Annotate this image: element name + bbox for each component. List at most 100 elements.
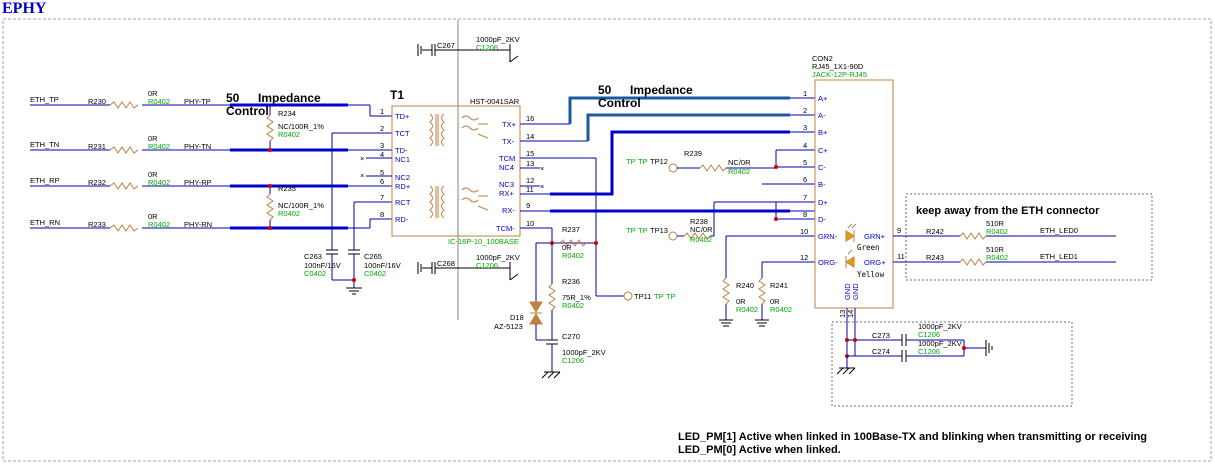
con2-num-13: 13 bbox=[838, 310, 847, 318]
pkg-r233: R0402 bbox=[148, 220, 170, 229]
t1-num-10: 10 bbox=[526, 219, 534, 228]
pkg-r236: R0402 bbox=[562, 301, 584, 310]
con2-num-10: 10 bbox=[800, 227, 808, 236]
net-eth-led0: ETH_LED0 bbox=[1040, 226, 1078, 235]
impedance-label-right-control: Control bbox=[598, 96, 641, 110]
ref-r240: R240 bbox=[736, 281, 754, 290]
impedance-label-left-num: 50 bbox=[226, 91, 240, 105]
ref-tp13: TP13 bbox=[650, 226, 668, 235]
val-r235: NC/100R_1% bbox=[278, 201, 324, 210]
ref-c270: C270 bbox=[562, 332, 580, 341]
ref-con2: CON2 bbox=[812, 54, 833, 63]
t1-num-7: 7 bbox=[380, 193, 384, 202]
t1-pin-tcm: TCM bbox=[499, 154, 515, 163]
t1-pin-rct: RCT bbox=[395, 198, 411, 207]
ref-r236: R236 bbox=[562, 277, 580, 286]
ref-r239: R239 bbox=[684, 149, 702, 158]
t1-pin-nc4: NC4 bbox=[499, 163, 514, 172]
val-c267: 1000pF_2KV bbox=[476, 35, 520, 44]
ref-tp12: TP12 bbox=[650, 157, 668, 166]
net-eth-led1: ETH_LED1 bbox=[1040, 252, 1078, 261]
pkg-c267: C1206 bbox=[476, 43, 498, 52]
t1-num-1: 1 bbox=[380, 107, 384, 116]
pkg-r239: R0402 bbox=[728, 167, 750, 176]
t1-pin-tcm-minus: TCM- bbox=[496, 224, 515, 233]
ref-r238: R238 bbox=[690, 217, 708, 226]
val-c268: 1000pF_2KV bbox=[476, 253, 520, 262]
val-r232: 0R bbox=[148, 170, 158, 179]
ref-r231: R231 bbox=[88, 142, 106, 151]
ref-tp11: TP11 bbox=[634, 292, 651, 301]
pkg-c263: C0402 bbox=[304, 269, 326, 278]
nc-mark-12: × bbox=[540, 182, 544, 191]
val-r239: NC/0R bbox=[728, 158, 751, 167]
con2-num-12: 12 bbox=[800, 253, 808, 262]
impedance-label-left-control: Control bbox=[226, 104, 269, 118]
input-nets: ETH_TP ETH_TN ETH_RP ETH_RN bbox=[30, 95, 110, 229]
led-green-label: Green bbox=[857, 243, 880, 252]
net-phy-rn: PHY-RN bbox=[184, 220, 212, 229]
footprint-con2: JACK-12P-RJ45 bbox=[812, 70, 867, 79]
net-phy-rp: PHY-RP bbox=[184, 178, 212, 187]
val-c273: 1000pF_2KV bbox=[918, 322, 962, 331]
t1-num-9: 9 bbox=[526, 201, 530, 210]
val-r243: 510R bbox=[986, 245, 1005, 254]
val-c274: 1000pF_2KV bbox=[918, 339, 962, 348]
con2-pin-c-minus: C- bbox=[818, 163, 826, 172]
ref-r241: R241 bbox=[770, 281, 788, 290]
t1-pin-rd-minus: RD- bbox=[395, 215, 409, 224]
test-point-network: TP TP TP12 R239 NC/0R R0402 TP TP TP13 R… bbox=[626, 149, 815, 244]
termination-resistors: R234 NC/100R_1% R0402 R235 NC/100R_1% R0… bbox=[266, 105, 324, 230]
con2-num-9: 9 bbox=[897, 226, 901, 235]
center-tap-caps: C263 100nF/16V C0402 C265 100nF/16V C040… bbox=[304, 132, 401, 295]
t1-pin-tx-minus: TX- bbox=[502, 137, 515, 146]
t1-pin-rx-plus: RX+ bbox=[499, 189, 514, 198]
con2-pin-a-minus: A- bbox=[818, 111, 826, 120]
part-d18: AZ-5123 bbox=[494, 322, 523, 331]
shield-caps-box: C273 1000pF_2KV C1206 C274 1000pF_2KV C1… bbox=[831, 321, 1073, 407]
t1-pin-nc1: NC1 bbox=[395, 155, 410, 164]
t1-num-2: 2 bbox=[380, 124, 384, 133]
impedance-buses-left bbox=[230, 103, 392, 230]
net-eth-rn: ETH_RN bbox=[30, 218, 60, 227]
pkg-r235: R0402 bbox=[278, 209, 300, 218]
led-pulldowns: R240 0R R0402 R241 0R R0402 bbox=[719, 235, 815, 327]
transformer-t1: T1 HST-0041SAR IC-16P-10_100BASE TD+ TCT… bbox=[360, 88, 544, 246]
t1-pin-nc3: NC3 bbox=[499, 180, 514, 189]
net-eth-rp: ETH_RP bbox=[30, 176, 60, 185]
ref-r230: R230 bbox=[88, 97, 106, 106]
pkg-r237: R0402 bbox=[562, 251, 584, 260]
t1-num-4: 4 bbox=[380, 150, 384, 159]
ref-c263: C263 bbox=[304, 252, 322, 261]
keep-away-box: keep away from the ETH connector R242 51… bbox=[905, 193, 1153, 281]
pkg-r240: R0402 bbox=[736, 305, 758, 314]
isolation-caps: C267 1000pF_2KV C1206 C268 1000pF_2KV C1… bbox=[417, 35, 520, 281]
led-yellow-label: Yellow bbox=[857, 270, 885, 279]
pkg-c265: C0402 bbox=[364, 269, 386, 278]
con2-num-1: 1 bbox=[803, 89, 807, 98]
con2-pin-b-plus: B+ bbox=[818, 128, 828, 137]
t1-pin-td-minus: TD- bbox=[395, 146, 408, 155]
series-resistors: R230 0R R0402 R231 0R R0402 R232 0R R040… bbox=[88, 89, 230, 232]
con2-num-5: 5 bbox=[803, 158, 807, 167]
con2-pin-b-minus: B- bbox=[818, 180, 826, 189]
con2-pin-d-minus: D- bbox=[818, 215, 826, 224]
ref-r235: R235 bbox=[278, 184, 296, 193]
con2-gnd-1: GND bbox=[843, 283, 852, 300]
con2-num-8: 8 bbox=[803, 210, 807, 219]
con2-num-6: 6 bbox=[803, 175, 807, 184]
impedance-buses-right bbox=[520, 96, 815, 213]
ref-d18: D18 bbox=[510, 313, 524, 322]
val-c270: 1000pF_2KV bbox=[562, 348, 606, 357]
ref-r237: R237 bbox=[562, 225, 580, 234]
pkg-r230: R0402 bbox=[148, 97, 170, 106]
t1-num-5: 5 bbox=[380, 168, 384, 177]
con2-num-2: 2 bbox=[803, 106, 807, 115]
con2-pin-grn-plus: GRN+ bbox=[864, 232, 886, 241]
pkg-r242: R0402 bbox=[986, 227, 1008, 236]
t1-num-16: 16 bbox=[526, 114, 534, 123]
ref-c265: C265 bbox=[364, 252, 382, 261]
ref-r232: R232 bbox=[88, 178, 106, 187]
con2-pin-a-plus: A+ bbox=[818, 94, 828, 103]
